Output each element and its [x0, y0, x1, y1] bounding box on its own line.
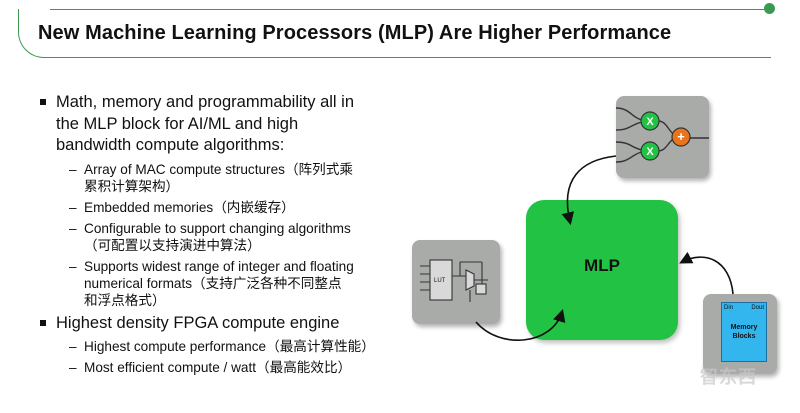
- title-top-rule: [50, 9, 772, 10]
- sub-bullet-item: – Configurable to support changing algor…: [38, 220, 410, 254]
- sub-bullet-text-line: Array of MAC compute structures（阵列式乘: [84, 161, 353, 177]
- sub-bullet-text-line: Highest compute performance（最高计算性能）: [84, 339, 375, 354]
- mlp-block: MLP: [526, 200, 678, 340]
- bullet-text-line: Math, memory and programmability all in: [56, 93, 355, 111]
- arrow-lut-to-mlp: [475, 308, 566, 341]
- page-title: New Machine Learning Processors (MLP) Ar…: [38, 22, 672, 44]
- sub-bullet-marker: –: [69, 360, 77, 375]
- sub-bullet-item: – Highest compute performance（最高计算性能）: [38, 338, 410, 355]
- sub-bullet-marker: –: [69, 258, 77, 274]
- watermark-logo: 智东西: [700, 367, 757, 387]
- bullet-text-line: Highest density FPGA compute engine: [56, 313, 340, 332]
- bullet-text-line: bandwidth compute algorithms:: [56, 136, 285, 154]
- sub-bullet-marker: –: [69, 339, 77, 354]
- adder-symbol: +: [677, 129, 685, 144]
- sub-bullet-text-line: Embedded memories（内嵌缓存）: [84, 199, 295, 215]
- sub-bullet-text-line: Configurable to support changing algorit…: [84, 220, 351, 236]
- sub-bullet-item: – Most efficient compute / watt（最高能效比）: [38, 359, 410, 376]
- bullet-item: Highest density FPGA compute engine: [38, 313, 410, 335]
- title-frame: [18, 9, 771, 58]
- sub-bullet-item: – Array of MAC compute structures（阵列式乘 累…: [38, 161, 410, 195]
- sub-bullet-item: – Embedded memories（内嵌缓存）: [38, 199, 410, 216]
- multiplier-symbol: X: [646, 116, 654, 128]
- memory-blocks-card: Din Dout Memory Blocks: [703, 294, 777, 374]
- sub-bullet-text-line: Most efficient compute / watt（最高能效比）: [84, 360, 352, 375]
- bullet-marker: [40, 319, 46, 326]
- bullet-item: Math, memory and programmability all in …: [38, 92, 410, 157]
- memory-dout-label: Dout: [751, 305, 764, 311]
- sub-bullet-text-line: （可配置以支持演进中算法）: [84, 237, 261, 253]
- multiplier-symbol: X: [646, 146, 654, 158]
- bullet-marker: [40, 99, 46, 105]
- bullet-list: Math, memory and programmability all in …: [38, 92, 410, 376]
- sub-bullet-text-line: 和浮点格式）: [84, 292, 166, 308]
- sub-bullet-text-line: Supports widest range of integer and flo…: [84, 258, 354, 274]
- arrow-memory-to-mlp: [679, 251, 734, 295]
- bullet-text-line: the MLP block for AI/ML and high: [56, 114, 299, 133]
- mac-compute-card: X X +: [616, 96, 709, 178]
- memory-label-line: Memory: [730, 324, 758, 331]
- sub-bullet-marker: –: [69, 220, 77, 236]
- sub-bullet-item: – Supports widest range of integer and f…: [38, 258, 410, 309]
- title-rule-end-dot: [764, 3, 775, 14]
- mlp-label: MLP: [584, 256, 620, 275]
- sub-bullet-text-line: 累积计算架构）: [84, 178, 180, 194]
- memory-label-line: Blocks: [732, 333, 756, 340]
- lut-label: LUT: [434, 278, 446, 284]
- memory-din-label: Din: [724, 305, 734, 311]
- lut-card: LUT: [412, 240, 500, 324]
- memory-blocks-label: Memory Blocks: [722, 323, 766, 341]
- arrow-mac-to-mlp: [561, 155, 617, 226]
- memory-block: Din Dout Memory Blocks: [721, 302, 767, 362]
- mac-circuit-icon: X X +: [616, 107, 709, 163]
- sub-bullet-marker: –: [69, 199, 77, 215]
- lut-circuit-icon: [420, 259, 488, 302]
- sub-bullet-text-line: numerical formats（支持广泛各种不同整点: [84, 275, 342, 291]
- sub-bullet-marker: –: [69, 161, 77, 177]
